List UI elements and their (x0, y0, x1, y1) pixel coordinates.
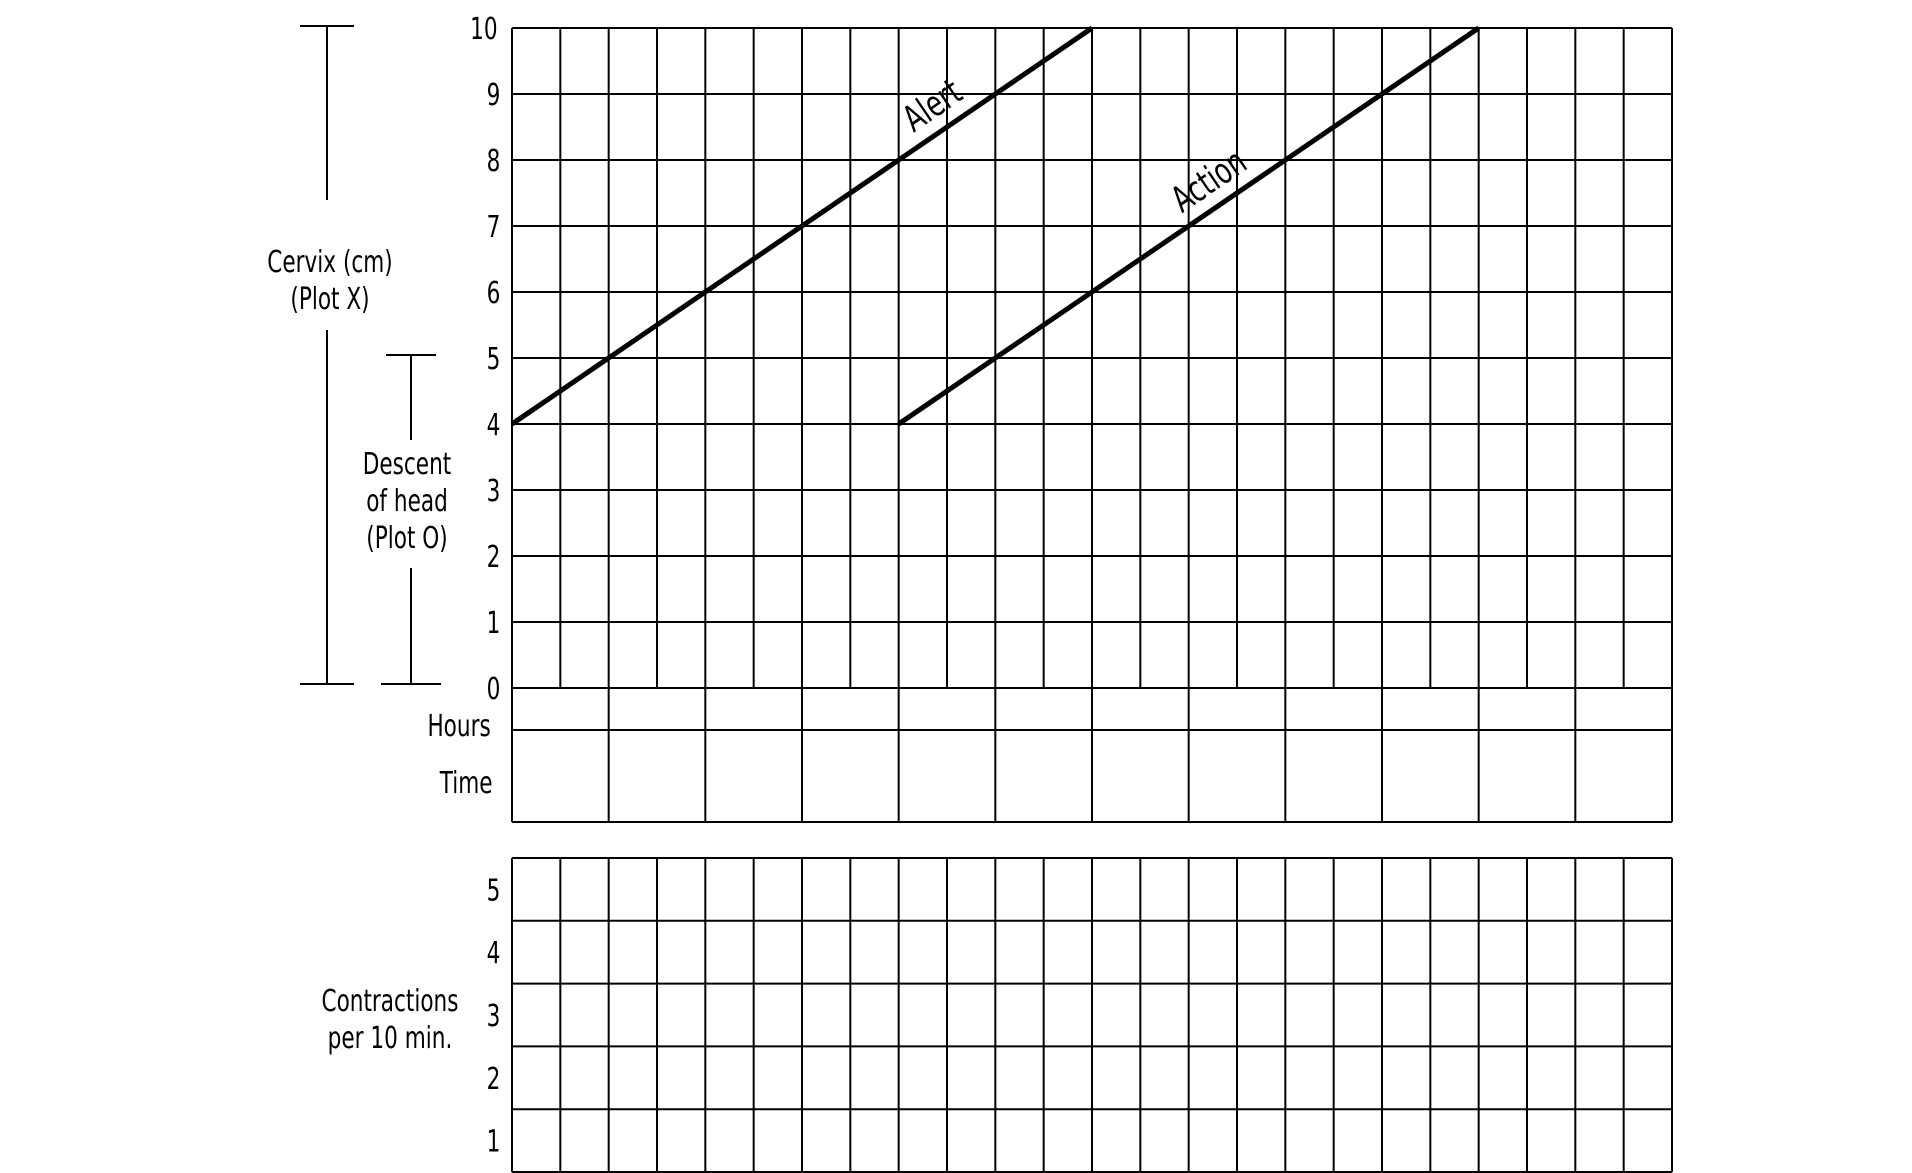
contractions-tick-label: 2 (487, 1062, 501, 1096)
y-tick-label: 0 (487, 673, 501, 707)
descent-axis-label: Descent (363, 448, 451, 482)
contractions-axis-label: Contractions (321, 985, 458, 1019)
axis-brackets (300, 25, 441, 685)
y-tick-label: 2 (487, 541, 501, 575)
cervix-axis-label: Cervix (cm) (267, 246, 392, 280)
contractions-tick-label: 4 (487, 937, 501, 971)
y-tick-label: 6 (487, 277, 501, 311)
y-tick-label: 10 (470, 13, 497, 47)
time-label: Time (439, 767, 493, 801)
y-tick-label: 7 (487, 211, 501, 245)
y-tick-label: 8 (487, 145, 501, 179)
cervix-grid (511, 27, 1673, 689)
series-label-alert: Alert (896, 72, 970, 141)
hours-label: Hours (427, 710, 490, 744)
y-tick-label: 9 (487, 79, 501, 113)
descent-axis-label: (Plot O) (366, 522, 447, 556)
contractions-tick-label: 3 (487, 1000, 501, 1034)
y-tick-label: 4 (487, 409, 501, 443)
y-tick-label: 5 (487, 343, 501, 377)
series-line-action (897, 25, 1481, 427)
contractions-grid (511, 857, 1673, 1173)
contractions-axis-label: per 10 min. (328, 1022, 453, 1056)
cervix-axis-label: (Plot X) (290, 283, 369, 317)
y-tick-label: 1 (487, 607, 501, 641)
y-tick-label: 3 (487, 475, 501, 509)
contractions-tick-label: 1 (487, 1125, 501, 1159)
contractions-tick-label: 5 (487, 874, 501, 908)
descent-axis-label: of head (366, 485, 448, 519)
time-rows (511, 688, 1673, 823)
series-line-alert (510, 25, 1094, 427)
